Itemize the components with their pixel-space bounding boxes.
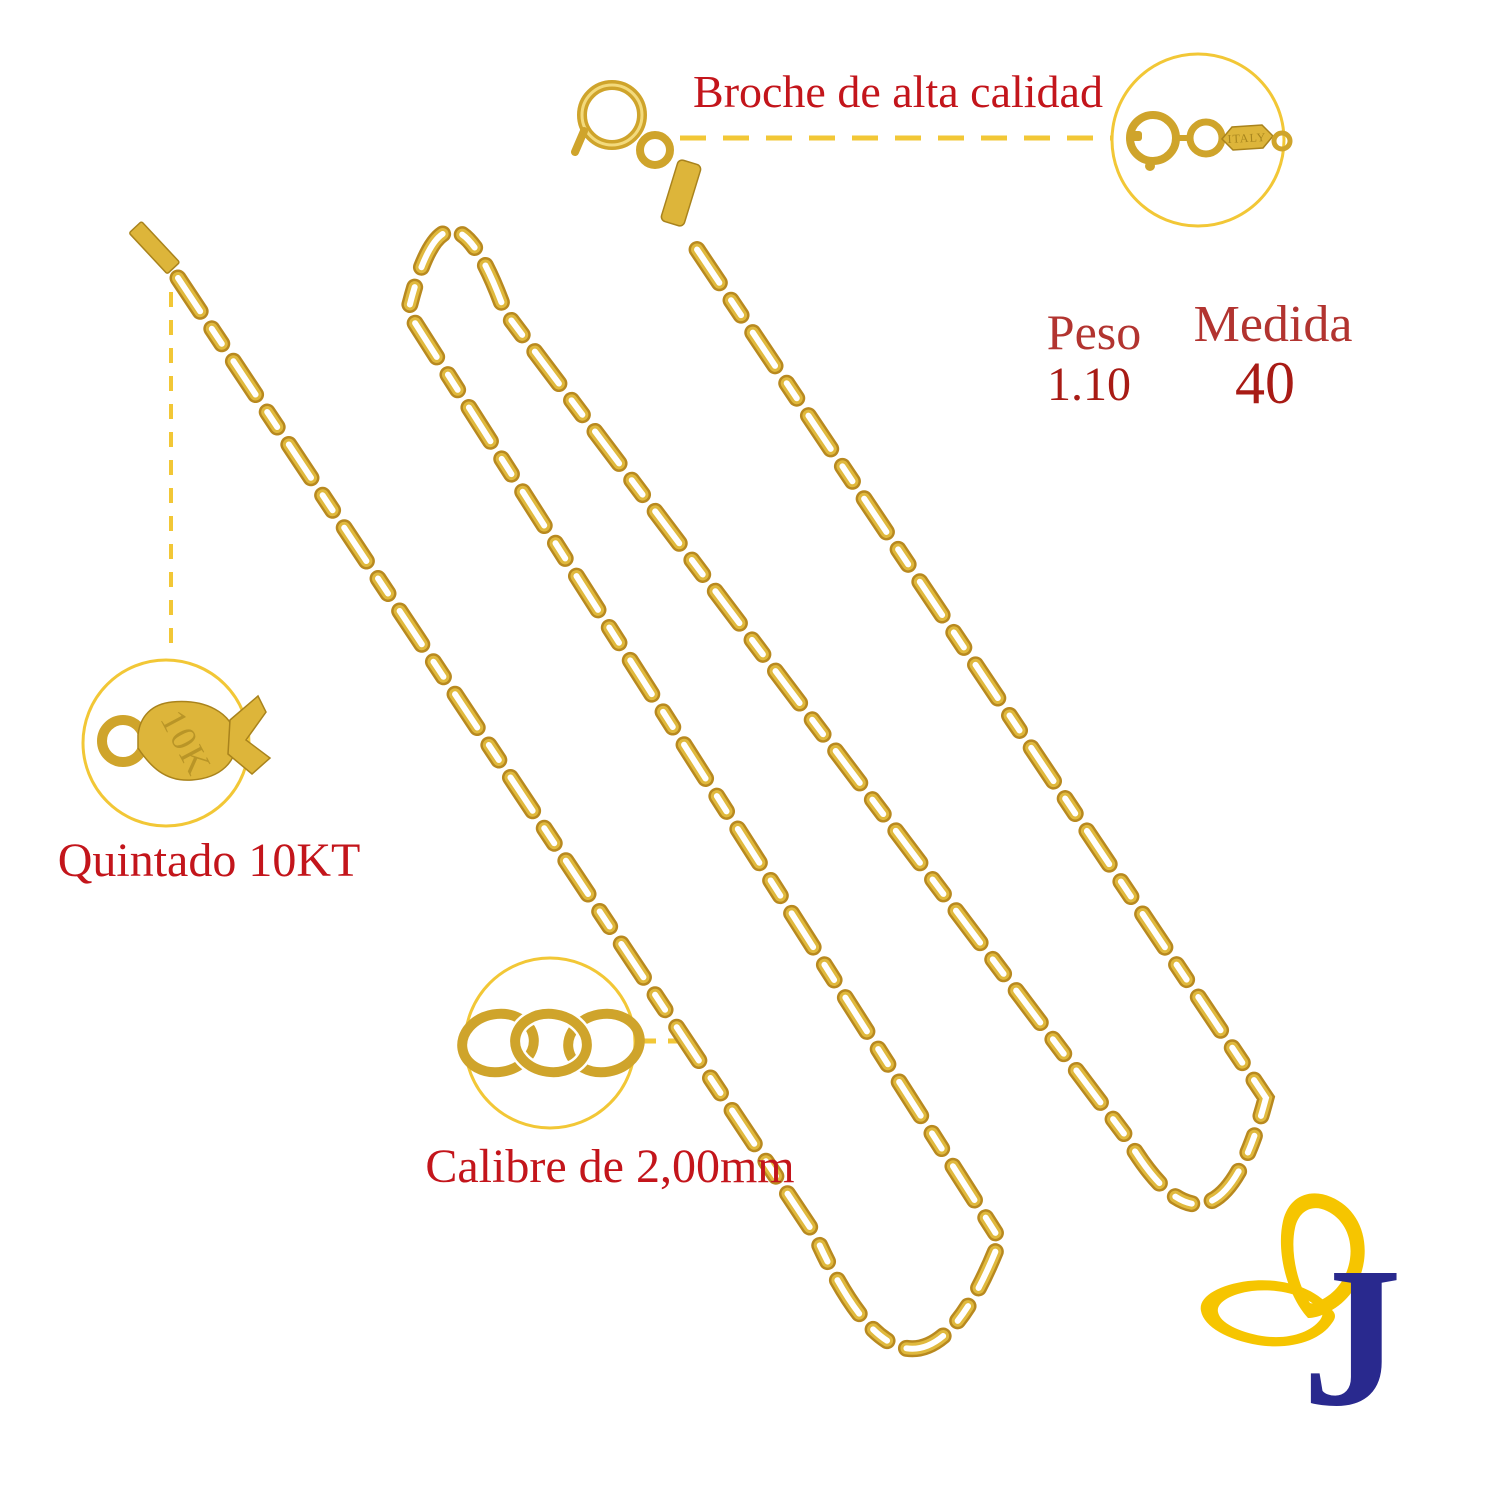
butterfly-upper-petal-icon [1280, 1193, 1365, 1318]
logo-letter: J [1302, 1227, 1402, 1448]
length-value: 40 [1235, 350, 1295, 416]
weight-value: 1.10 [1047, 358, 1131, 411]
clasp-detail-circle [1110, 52, 1286, 228]
clasp-tag [660, 159, 702, 227]
gauge-callout-label: Calibre de 2,00mm [425, 1140, 795, 1193]
length-header: Medida [1193, 296, 1353, 353]
clasp-detail: ITALY [1110, 52, 1293, 228]
weight-header: Peso [1046, 304, 1142, 360]
chain-end-bar [129, 221, 180, 274]
brand-logo [1200, 1193, 1365, 1347]
clasp-callout-label: Broche de alta calidad [693, 66, 1103, 117]
gauge-link-right [563, 1008, 645, 1078]
stamp-tag-tail [227, 694, 272, 775]
clasp-jump-ring [636, 131, 674, 169]
clasp-detail-chain-bit [1271, 130, 1293, 152]
clasp-detail-jump-ring [1186, 118, 1226, 158]
spring-ring-highlight [580, 83, 644, 147]
stamp-callout-label: Quintado 10KT [57, 834, 361, 887]
butterfly-lower-petal-icon [1200, 1280, 1335, 1347]
gauge-link-left [457, 1008, 539, 1078]
clasp [571, 80, 702, 227]
gauge-detail-circle [463, 956, 637, 1130]
clasp-detail-lever [1128, 131, 1142, 141]
gauge-detail [457, 956, 645, 1130]
clasp-lever [571, 127, 588, 156]
stamp-detail: 10K [81, 658, 272, 828]
gauge-link-mid [510, 1008, 592, 1078]
clasp-detail-knob [1145, 161, 1155, 171]
clasp-tag-engraving-text: ITALY [1227, 130, 1267, 146]
